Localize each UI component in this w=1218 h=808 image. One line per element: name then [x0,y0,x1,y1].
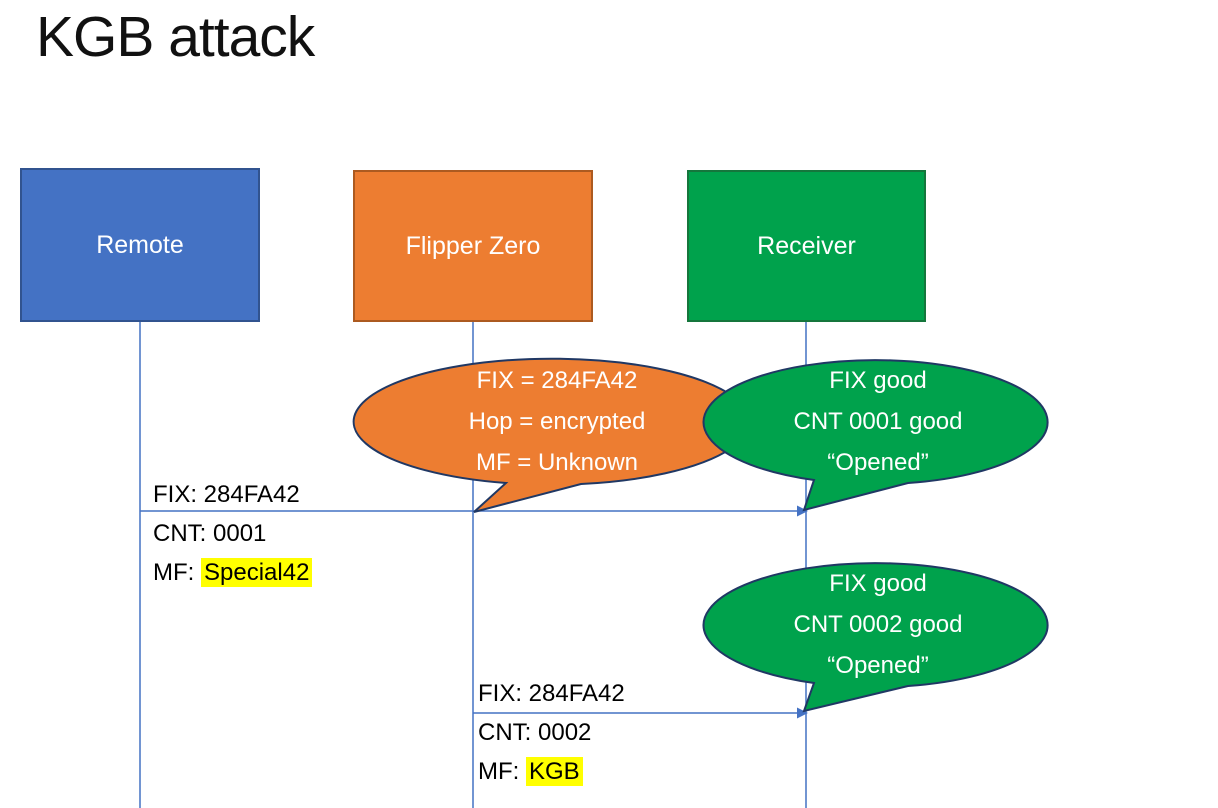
bubble-line: FIX good [829,367,927,394]
actor-box-receiver: Receiver [687,170,926,322]
actor-box-flipper-zero: Flipper Zero [353,170,593,322]
message-arrow-1-head [797,505,808,517]
receiver-opened-2-bubble [702,562,1049,713]
actor-label-remote: Remote [96,230,184,259]
message-1-mf-prefix: MF: [153,559,201,586]
message-2-label: FIX: 284FA42 CNT: 0002 MF: KGB [478,674,625,791]
receiver-opened-1-bubble-text: FIX good CNT 0001 good “Opened” [698,360,1058,483]
bubble-line: CNT 0002 good [793,611,963,638]
actor-label-flipper-zero: Flipper Zero [405,231,541,260]
message-2-mf-line: MF: KGB [478,752,625,791]
message-2-fix-line: FIX: 284FA42 [478,680,625,707]
bubble-line: FIX good [829,570,927,597]
message-1-mf-value-highlighted: Special42 [201,558,313,587]
receiver-opened-2-bubble-text: FIX good CNT 0002 good “Opened” [698,563,1058,686]
message-1-cnt-line: CNT: 0001 [153,520,267,547]
message-2-mf-prefix: MF: [478,758,526,785]
message-2-mf-value-highlighted: KGB [526,757,583,786]
message-2-cnt-line: CNT: 0002 [478,719,592,746]
slide-title: KGB attack [36,5,315,69]
bubble-line: Hop = encrypted [468,408,646,435]
bubble-line: MF = Unknown [475,449,639,476]
flipper-analysis-bubble [352,357,751,513]
message-1-fix-line: FIX: 284FA42 [153,481,300,508]
actor-label-receiver: Receiver [757,231,856,260]
flipper-analysis-bubble-text: FIX = 284FA42 Hop = encrypted MF = Unkno… [377,360,737,483]
message-arrow-2-head [797,707,808,719]
bubble-line: “Opened” [827,652,929,679]
actor-box-remote: Remote [20,168,260,322]
bubble-line: FIX = 284FA42 [476,367,638,394]
bubble-line: “Opened” [827,449,929,476]
receiver-opened-1-bubble [702,359,1049,512]
message-1-mf-line: MF: Special42 [153,553,313,592]
bubble-line: CNT 0001 good [793,408,963,435]
message-1-label: FIX: 284FA42 CNT: 0001 MF: Special42 [153,475,313,592]
